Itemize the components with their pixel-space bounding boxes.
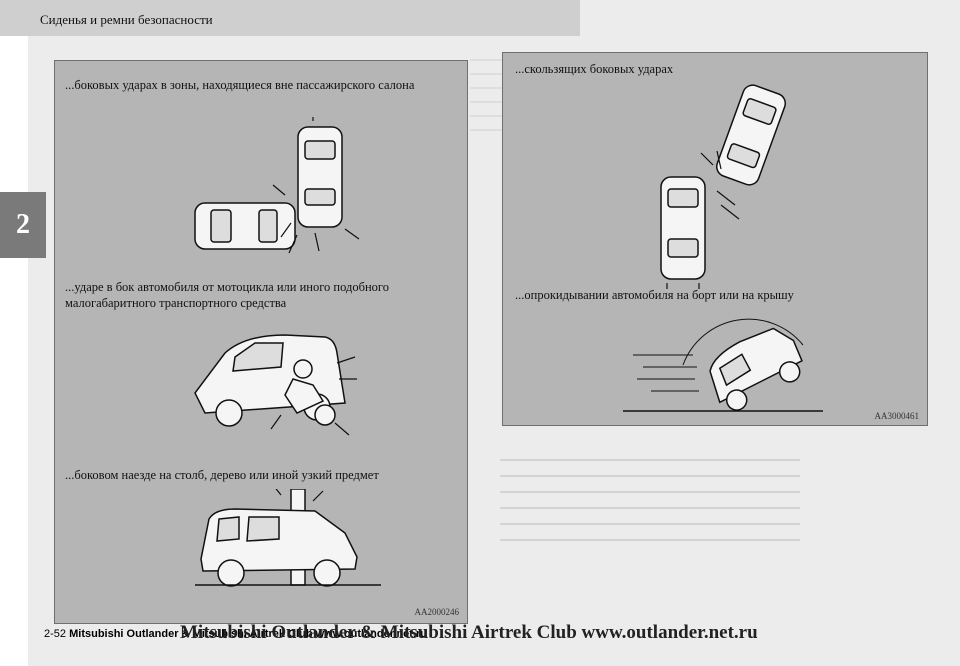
footer-page-info: 2-52 Mitsubishi Outlander & Mitsubishi A…: [44, 628, 427, 640]
figure-code-left: AA2000246: [414, 607, 460, 617]
caption-motorcycle-impact-line1: ...ударе в бок автомобиля от мотоцикла и…: [65, 280, 389, 294]
page-number: 2-52: [44, 628, 67, 640]
pole-impact-illustration: [195, 489, 381, 587]
figure-code-right: AA3000461: [874, 411, 920, 421]
footer-book-title: Mitsubishi Outlander & Mitsubishi Airtre…: [69, 628, 428, 640]
rollover-illustration: [623, 318, 823, 412]
page-header-title: Сиденья и ремни безопасности: [40, 12, 213, 27]
caption-motorcycle-impact-line2: малогабаритного транспортного средства: [65, 296, 287, 310]
chapter-tab: 2: [0, 192, 46, 258]
footer-watermark: Mitsubishi Outlander & Mitsubishi Airtre…: [180, 622, 758, 643]
motorcycle-impact-illustration: [194, 334, 357, 436]
caption-sliding-impact: ...скользящих боковых ударах: [515, 62, 674, 76]
caption-pole-impact: ...боковом наезде на столб, дерево или и…: [65, 468, 379, 482]
right-illustration-panel: ...скользящих боковых ударах ...опрокиды…: [502, 52, 928, 426]
sliding-impact-cars-illustration: [660, 84, 787, 289]
header-band: [0, 0, 580, 36]
chapter-number: 2: [16, 209, 30, 240]
caption-rollover: ...опрокидывании автомобиля на борт или …: [515, 288, 794, 302]
caption-side-impact-outside: ...боковых ударах в зоны, находящиеся вн…: [65, 78, 415, 92]
bleed-through-texture-right: [500, 459, 800, 541]
left-illustration-panel: ...боковых ударах в зоны, находящиеся вн…: [54, 60, 468, 624]
side-impact-cars-illustration: [194, 117, 360, 254]
